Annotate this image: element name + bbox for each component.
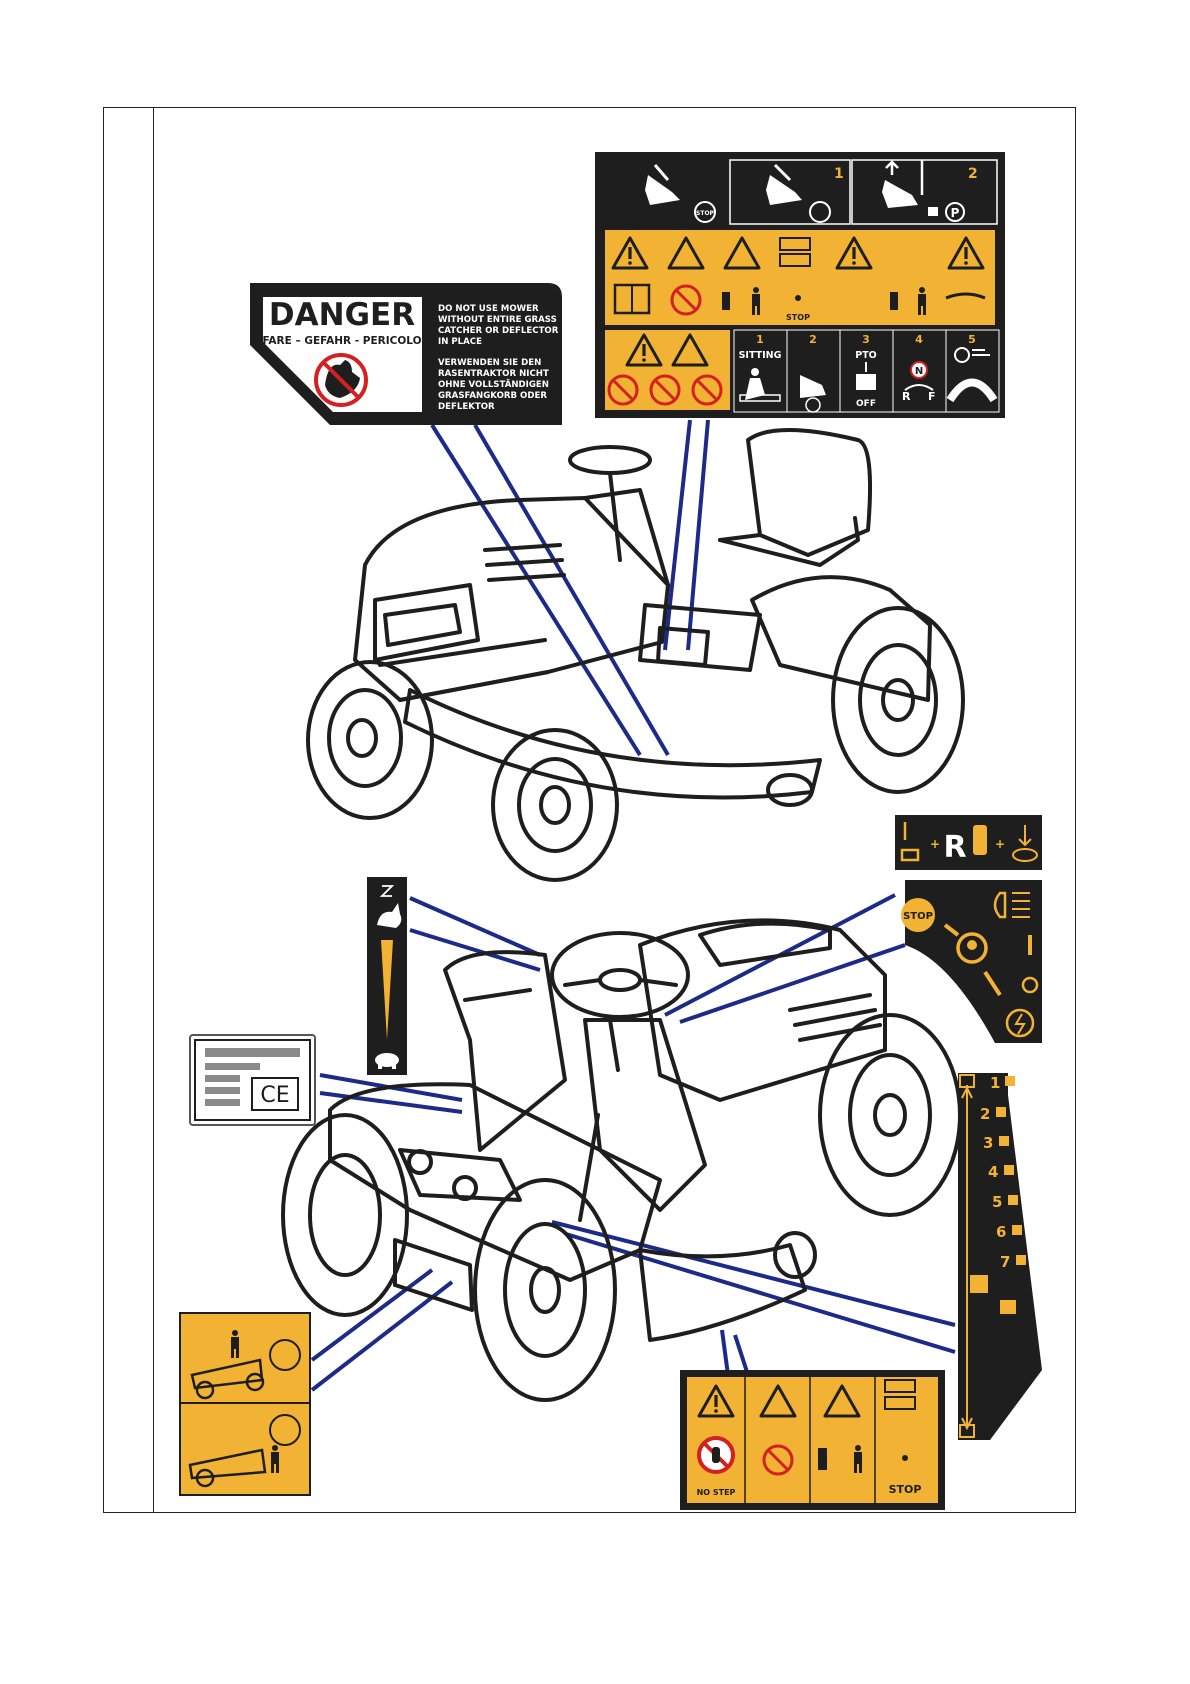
svg-text:DO NOT USE MOWER: DO NOT USE MOWER — [438, 304, 539, 314]
svg-text:4: 4 — [988, 1163, 998, 1181]
danger-label: DANGER FARE – GEFAHR - PERICOLO DO NOT U… — [250, 283, 562, 425]
svg-text:DEFLEKTOR: DEFLEKTOR — [438, 402, 495, 412]
svg-text:1: 1 — [990, 1074, 1000, 1092]
svg-text:5: 5 — [968, 333, 976, 346]
svg-text:OHNE VOLLSTÄNDIGEN: OHNE VOLLSTÄNDIGEN — [438, 379, 549, 390]
svg-text:F: F — [928, 390, 936, 403]
danger-subtitle: FARE – GEFAHR - PERICOLO — [262, 335, 421, 347]
svg-text:+: + — [995, 837, 1005, 851]
reverse-letter: R — [943, 830, 966, 865]
svg-text:5: 5 — [992, 1193, 1002, 1211]
svg-text:2: 2 — [809, 333, 817, 346]
ignition-key-label: STOP — [901, 880, 1042, 1043]
svg-text:1: 1 — [756, 333, 764, 346]
svg-text:2: 2 — [980, 1105, 990, 1123]
svg-text:VERWENDEN SIE DEN: VERWENDEN SIE DEN — [438, 358, 541, 368]
top-safety-label: STOP 1 2 P STOP — [595, 152, 1005, 418]
reverse-control-label: + R + — [895, 815, 1042, 870]
svg-text:GRASFANGKORB ODER: GRASFANGKORB ODER — [438, 391, 547, 401]
step-number-1: 1 — [834, 166, 844, 182]
svg-text:4: 4 — [915, 333, 923, 346]
svg-text:+: + — [930, 837, 940, 851]
svg-text:P: P — [951, 206, 960, 220]
svg-text:STOP: STOP — [786, 313, 810, 322]
svg-text:IN PLACE: IN PLACE — [438, 337, 482, 347]
ce-rating-plate: CE — [190, 1035, 315, 1125]
key-stop-icon: STOP — [903, 911, 933, 922]
danger-title: DANGER — [269, 297, 415, 333]
top-mower-drawing — [308, 430, 963, 880]
svg-text:N: N — [915, 366, 923, 377]
svg-text:WITHOUT ENTIRE GRASS: WITHOUT ENTIRE GRASS — [438, 315, 557, 325]
svg-text:3: 3 — [862, 333, 870, 346]
svg-text:6: 6 — [996, 1223, 1006, 1241]
svg-text:RASENTRAKTOR NICHT: RASENTRAKTOR NICHT — [438, 369, 549, 379]
cutting-height-strip: 1 2 3 4 5 6 7 — [958, 1073, 1042, 1440]
svg-text:CATCHER OR DEFLECTOR: CATCHER OR DEFLECTOR — [438, 326, 559, 336]
slope-warning-label — [180, 1313, 310, 1495]
svg-text:STOP: STOP — [696, 210, 715, 217]
svg-text:STOP: STOP — [889, 1483, 922, 1496]
bottom-warning-label: NO STEP STOP — [680, 1370, 945, 1510]
svg-text:NO STEP: NO STEP — [697, 1488, 736, 1497]
step-number-2: 2 — [968, 166, 978, 182]
speed-strip-label — [367, 877, 407, 1075]
svg-text:PTO: PTO — [855, 350, 877, 361]
ce-mark: CE — [260, 1083, 289, 1108]
svg-text:3: 3 — [983, 1134, 993, 1152]
svg-text:7: 7 — [1000, 1253, 1010, 1271]
svg-text:OFF: OFF — [856, 399, 876, 409]
svg-text:R: R — [902, 390, 911, 403]
svg-text:SITTING: SITTING — [739, 350, 782, 361]
